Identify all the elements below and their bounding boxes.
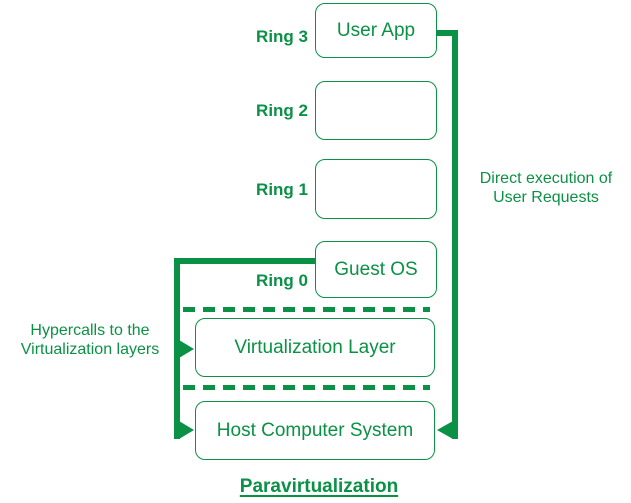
dashed-separator-guest-virtualization <box>183 307 430 312</box>
arrow-into-virtualization-layer-icon <box>179 340 194 358</box>
direct-execution-connector-vertical-line <box>452 30 458 439</box>
dashed-separator-virtualization-host <box>183 385 430 390</box>
ring-3-label: Ring 3 <box>256 27 308 46</box>
hypercall-connector-horizontal-line <box>174 258 315 264</box>
arrow-into-host-left-icon <box>179 421 194 439</box>
guest-os-box: Guest OS <box>315 241 437 298</box>
ring-0-label: Ring 0 <box>256 271 308 290</box>
user-app-box: User App <box>315 3 437 58</box>
virtualization-layer-box: Virtualization Layer <box>195 318 435 377</box>
ring-2-box <box>315 81 437 140</box>
ring-1-box <box>315 159 437 219</box>
arrow-into-host-right-icon <box>437 421 453 439</box>
hypercalls-annotation: Hypercalls to the Virtualization layers <box>20 322 160 358</box>
ring-2-label: Ring 2 <box>256 101 308 120</box>
host-computer-system-box: Host Computer System <box>195 401 435 460</box>
ring-1-label: Ring 1 <box>256 180 308 199</box>
direct-execution-annotation: Direct execution of User Requests <box>479 170 613 206</box>
hypercall-connector-vertical-line <box>174 258 180 439</box>
direct-execution-connector-stub-line <box>437 30 458 36</box>
diagram-caption: Paravirtualization <box>239 476 399 497</box>
